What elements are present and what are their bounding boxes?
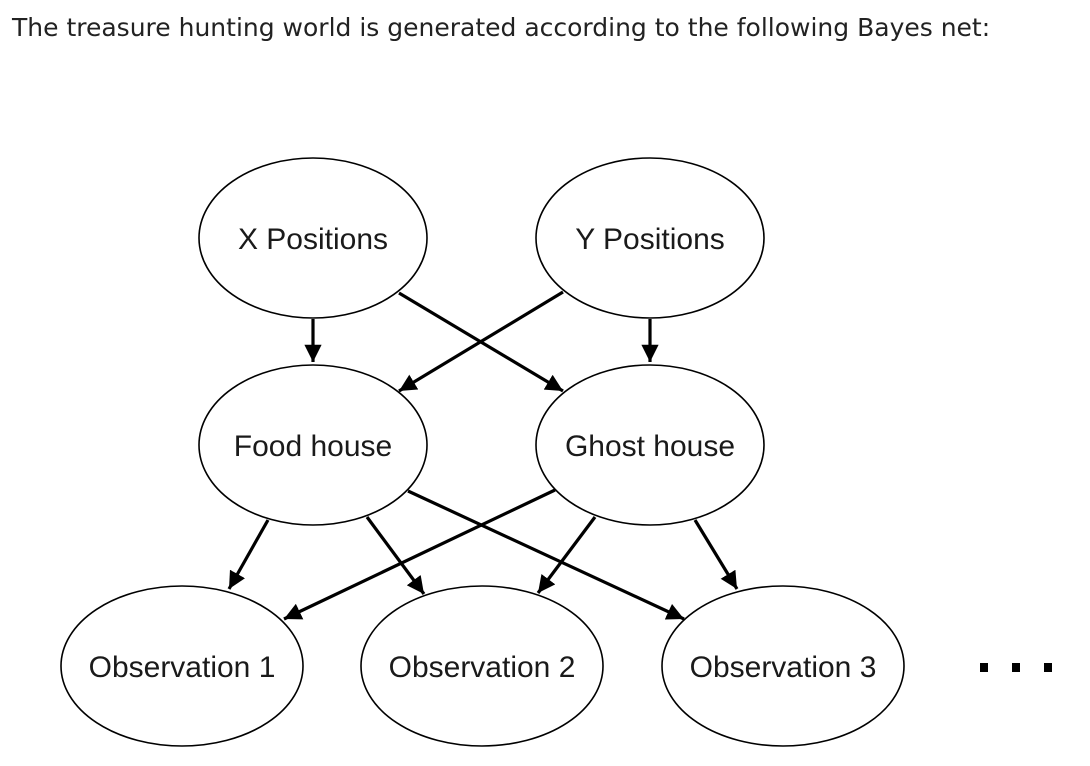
node-y-positions-label: Y Positions — [575, 223, 725, 256]
node-food-house-label: Food house — [234, 430, 392, 463]
node-observation-1: Observation 1 — [60, 585, 304, 747]
edge-ghost-house-to-observation-3 — [693, 519, 739, 590]
edge-ghost-house-to-observation-1 — [283, 488, 556, 621]
node-x-positions-ellipse — [198, 157, 428, 319]
node-observation-2: Observation 2 — [360, 585, 604, 747]
more-observations-ellipsis — [980, 663, 1052, 672]
node-x-positions: X Positions — [198, 157, 428, 319]
intro-text: The treasure hunting world is generated … — [12, 13, 991, 42]
node-ghost-house-label: Ghost house — [565, 430, 735, 463]
node-observation-3-label: Observation 3 — [690, 651, 877, 684]
node-y-positions: Y Positions — [535, 157, 765, 319]
node-y-positions-ellipse — [535, 157, 765, 319]
node-observation-1-ellipse — [60, 585, 304, 747]
node-food-house-ellipse — [198, 364, 428, 526]
ellipsis-dot — [1012, 663, 1020, 672]
node-ghost-house: Ghost house — [535, 364, 765, 526]
edge-food-house-to-observation-3 — [407, 489, 685, 621]
node-observation-3-ellipse — [661, 585, 905, 747]
node-x-positions-label: X Positions — [238, 223, 388, 256]
edge-food-house-to-observation-2 — [365, 516, 426, 595]
node-observation-1-label: Observation 1 — [89, 651, 276, 684]
ellipsis-dot — [980, 663, 988, 672]
edge-y-positions-to-food-house — [398, 290, 564, 393]
edge-food-house-to-observation-1 — [227, 519, 270, 590]
node-observation-2-ellipse — [360, 585, 604, 747]
node-observation-3: Observation 3 — [661, 585, 905, 747]
node-observation-2-label: Observation 2 — [389, 651, 576, 684]
edge-ghost-house-to-observation-2 — [536, 516, 597, 594]
ellipsis-dot — [1044, 663, 1052, 672]
node-ghost-house-ellipse — [535, 364, 765, 526]
edges — [227, 290, 739, 621]
node-food-house: Food house — [198, 364, 428, 526]
